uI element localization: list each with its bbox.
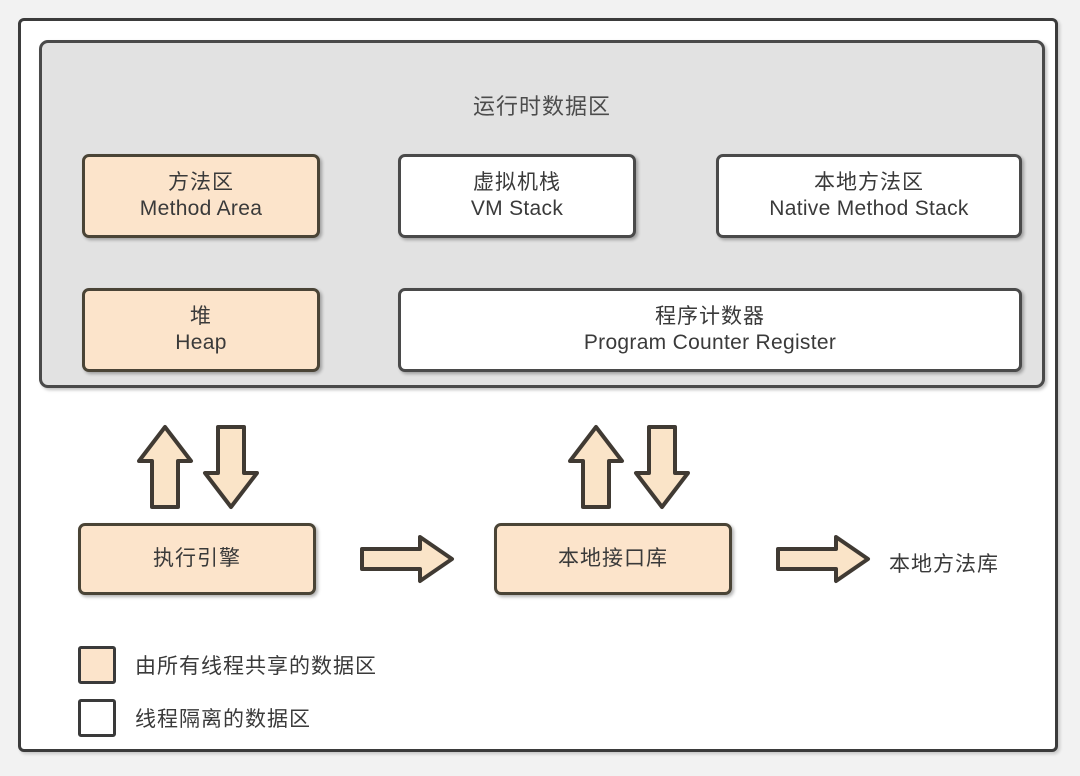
- box-vm-stack-cn-label: 虚拟机栈: [473, 170, 561, 194]
- legend-item-isolated: 线程隔离的数据区: [78, 699, 311, 737]
- box-heap-cn-label: 堆: [190, 304, 212, 328]
- box-execution-engine-label: 执行引擎: [153, 546, 241, 570]
- arrow-right-icon-interface-to-library: [774, 533, 872, 585]
- box-method-area-en-label: Method Area: [139, 197, 263, 220]
- box-native-method-stack-cn-label: 本地方法区: [814, 170, 924, 194]
- diagram-card: 运行时数据区 方法区 Method Area 虚拟机栈 VM Stack 本地方…: [18, 18, 1058, 752]
- runtime-data-area-title: 运行时数据区: [472, 94, 611, 119]
- box-heap[interactable]: 堆 Heap: [82, 288, 320, 372]
- runtime-data-area-panel: 运行时数据区 方法区 Method Area 虚拟机栈 VM Stack 本地方…: [39, 40, 1045, 388]
- arrow-up-icon: [568, 425, 624, 509]
- box-vm-stack-en-label: VM Stack: [470, 197, 564, 220]
- legend-item-shared: 由所有线程共享的数据区: [78, 646, 377, 684]
- legend-swatch-isolated: [78, 699, 116, 737]
- box-execution-engine[interactable]: 执行引擎: [78, 523, 316, 595]
- box-program-counter-register-en-label: Program Counter Register: [583, 331, 837, 354]
- legend-swatch-shared: [78, 646, 116, 684]
- arrow-up-icon: [137, 425, 193, 509]
- legend-label-shared: 由所有线程共享的数据区: [135, 655, 377, 678]
- box-method-area-cn-label: 方法区: [168, 170, 234, 194]
- box-native-method-stack[interactable]: 本地方法区 Native Method Stack: [716, 154, 1022, 238]
- arrow-pair-native-memory: [564, 421, 694, 513]
- arrow-pair-engine-memory: [133, 421, 263, 513]
- box-program-counter-register-cn-label: 程序计数器: [655, 304, 765, 328]
- box-program-counter-register[interactable]: 程序计数器 Program Counter Register: [398, 288, 1022, 372]
- box-native-interface-library[interactable]: 本地接口库: [494, 523, 732, 595]
- arrow-down-icon: [634, 425, 690, 509]
- box-native-method-stack-en-label: Native Method Stack: [769, 197, 969, 220]
- legend-label-isolated: 线程隔离的数据区: [135, 708, 311, 731]
- box-native-interface-library-label: 本地接口库: [558, 546, 668, 570]
- arrow-right-icon-engine-to-interface: [358, 533, 456, 585]
- arrow-down-icon: [203, 425, 259, 509]
- label-native-method-library: 本地方法库: [889, 553, 999, 576]
- box-method-area[interactable]: 方法区 Method Area: [82, 154, 320, 238]
- box-heap-en-label: Heap: [175, 331, 227, 354]
- box-vm-stack[interactable]: 虚拟机栈 VM Stack: [398, 154, 636, 238]
